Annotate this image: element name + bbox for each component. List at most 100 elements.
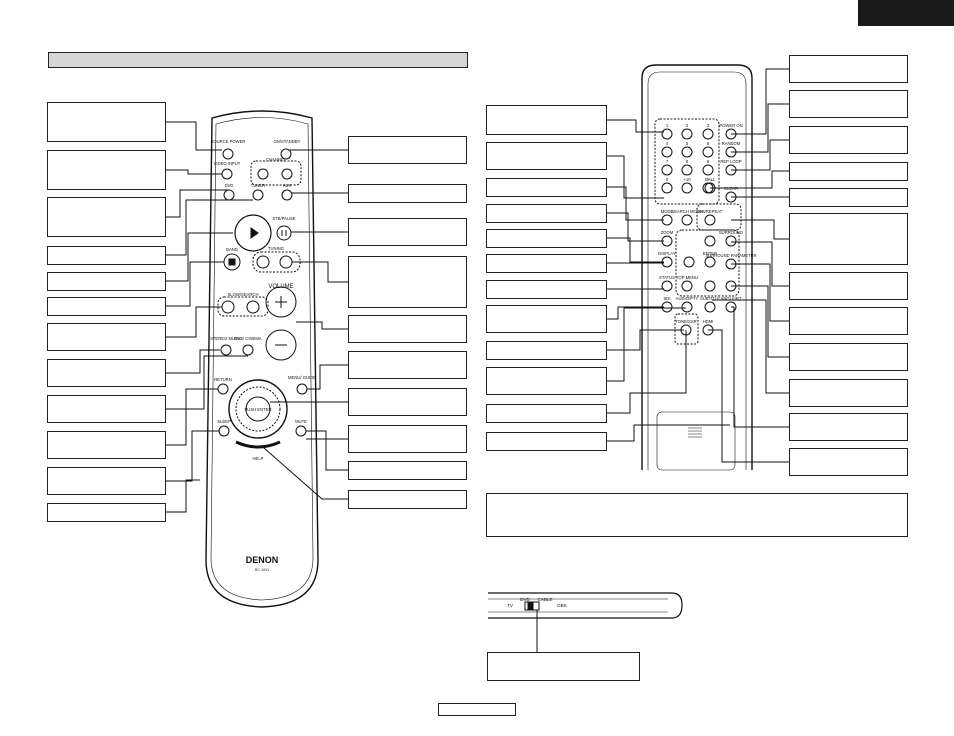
label-audio-pty: AUDIO/PTY [676,296,699,301]
ab-repeat-button [704,214,716,226]
language-tab [858,0,954,26]
label-power-on: POWER ON [719,123,742,128]
label-menu-guide: MENU/ GUIDE [288,375,316,380]
callout-mid-9 [348,461,467,480]
label-sdi: SDI [664,296,671,301]
slow-search-group [217,296,269,317]
switch-pos-dvd: DVD [520,597,530,602]
callout-left-8 [47,359,166,387]
number-label-9: 9 [707,159,710,164]
label-ab-repeat: A-B/REPEAT [698,209,723,214]
channel-group [250,160,302,186]
callout-r-left-11 [486,404,607,423]
number-label-4: 4 [666,141,669,146]
note-box [486,493,908,537]
callout-r-left-2 [486,142,607,170]
channel-down-button [257,168,269,180]
main-remote-body [205,110,319,608]
number-label-2: 2 [686,123,689,128]
top-menu-button [681,280,693,292]
callout-left-3 [47,197,166,237]
callout-mid-4 [348,256,467,308]
label-dvs-cinema: DVS/ CINEMA [234,336,261,341]
label-volume: VOLUME [268,284,293,290]
aux-button [281,189,293,201]
pause-icon [281,230,287,236]
audio-pty-button [681,301,693,313]
label-call: CALL [705,177,716,182]
label-top-menu: TOP MENU [676,275,698,280]
callout-switch [487,652,640,681]
jog-dial-ring [235,386,281,432]
label-source-power: SOURCE POWER [211,139,246,144]
label-on-standby: ON/STANDBY [274,139,301,144]
number-button-6 [702,146,714,158]
switch-pos-tv: TV [507,603,514,608]
callout-r-right-2 [789,90,908,118]
mute-button [295,425,307,437]
label-stereo-music: STEREO MUSIC [210,336,242,341]
callout-left-6 [47,297,166,316]
sleep-button [218,425,230,437]
jog-dial [228,379,288,439]
switch-bar [488,592,683,619]
switch-slider [524,601,540,611]
label-display: DISPLAY [658,251,676,256]
number-label-5: 5 [686,141,689,146]
number-label-3: 3 [707,123,710,128]
label-clear: CLEAR [724,186,738,191]
number-button-7 [661,164,673,176]
callout-r-right-9 [789,343,908,371]
search-mode-button [681,214,693,226]
angle-rt-button [725,301,737,313]
tuning-group [252,251,301,273]
label-stb-pause: STB/PAUSE [272,216,295,221]
volume-down-button [265,329,297,361]
stereo-music-button [220,344,232,356]
number-button-5 [681,146,693,158]
callout-r-left-12 [486,432,607,451]
slow-search-forward-button [246,300,260,314]
label-tuner: TUNER [251,183,265,188]
help-bar [235,440,281,449]
label-push-enter: PUSH ENTER [245,407,272,412]
callout-left-10 [47,431,166,459]
label-rep-loop: REP LOOP [720,159,742,164]
push-enter-button [245,396,271,422]
dvd-button [223,189,235,201]
callout-mid-2 [348,184,467,203]
callout-left-12 [47,503,166,522]
callout-r-right-1 [789,55,908,83]
callout-r-left-5 [486,229,607,248]
number-label-11: +10 [683,177,691,182]
number-button-2 [681,128,693,140]
callout-r-right-5 [789,188,908,207]
callout-r-left-4 [486,204,607,223]
tuner-button [252,189,264,201]
slow-search-back-button [221,300,235,314]
callout-r-right-8 [789,307,908,335]
callout-left-7 [47,323,166,351]
number-label-12: -/-- [705,177,711,182]
callout-left-11 [47,467,166,495]
number-button-10 [661,182,673,194]
sub-remote-body [641,64,753,471]
menu-guide-button [296,383,308,395]
label-tone-ssr: TONE/SSR [675,319,696,324]
callout-r-right-7 [789,272,908,300]
callout-r-left-10 [486,367,607,395]
play-button [234,214,272,252]
cursor-down-button [704,280,716,292]
callout-mid-1 [348,136,467,164]
status-button [661,280,673,292]
label-band: BAND [226,247,238,252]
number-button-3 [702,128,714,140]
number-label-10: 0 [666,177,669,182]
page-number-box [438,703,516,716]
label-slow-search: SLOW/SEARCH [228,292,259,297]
callout-r-left-6 [486,254,607,273]
brand-logo: DENON [246,555,279,565]
callout-mid-3 [348,218,467,246]
model-number: RC-1041 [255,568,269,572]
callout-left-1 [47,102,166,142]
